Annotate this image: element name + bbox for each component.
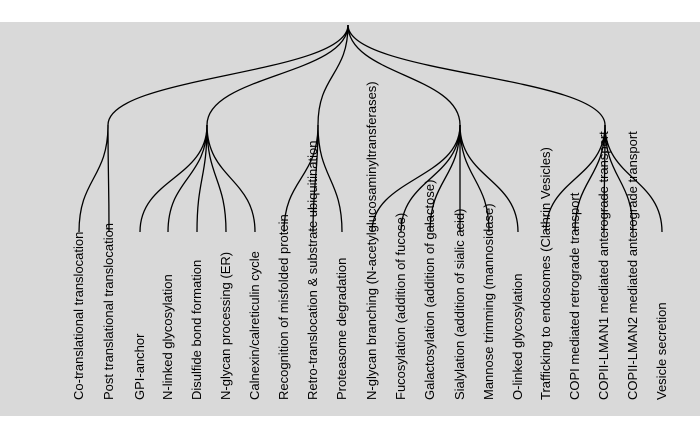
plot-panel (0, 22, 700, 416)
leaf-label: N-glycan branching (N-acetylglucosaminyl… (364, 81, 379, 400)
root-branch-edge (347, 24, 606, 126)
leaf-labels: Co-translational translocation Post trans… (71, 81, 669, 400)
root-branch-edge (347, 24, 461, 126)
leaf-edge (604, 124, 663, 233)
leaf-label: Trafficking to endosomes (Clathrin Vesic… (538, 147, 553, 400)
leaf-edge (604, 124, 634, 233)
leaf-edge (371, 124, 461, 233)
leaf-label: Post translational translocation (101, 223, 116, 400)
leaf-edge (429, 124, 461, 233)
leaf-edge (283, 124, 319, 233)
leaf-label: Vesicle secretion (654, 302, 669, 400)
leaf-label: Calnexin/calreticulin cycle (247, 251, 262, 400)
leaf-label: COPII-LMAN2 mediated anterograde transpo… (625, 131, 640, 400)
leaf-edge (400, 124, 461, 233)
leaf-edge (312, 124, 319, 233)
leaf-edge (459, 124, 490, 233)
leaf-edge (139, 124, 208, 233)
leaf-edge (459, 124, 519, 233)
leaf-label: Fucosylation (addition of fucose) (393, 213, 408, 400)
root-branch-edge (317, 24, 349, 126)
leaf-edge (574, 124, 606, 233)
leaf-label: Proteasome degradation (334, 258, 349, 400)
leaf-label: Recognition of misfolded protein (276, 214, 291, 400)
leaf-label: Mannose trimming (mannosidase) (481, 203, 496, 400)
leaf-label: N-linked glycosylation (160, 274, 175, 400)
leaf-edge (107, 124, 110, 233)
leaf-edge (167, 124, 208, 233)
leaf-label: Sialylation (addition of sialic acid) (452, 209, 467, 400)
leaf-edge (603, 124, 606, 233)
leaf-label: O-linked glycosylation (510, 274, 525, 400)
tree-edges (78, 24, 663, 233)
leaf-label: Galactosylation (addition of galactose) (422, 180, 437, 400)
leaf-edge (545, 124, 606, 233)
leaf-edge (206, 124, 227, 233)
leaf-edge (78, 124, 109, 233)
leaf-label: Co-translational translocation (71, 232, 86, 400)
leaf-label: GPI-anchor (132, 333, 147, 400)
leaf-label: Retro-translocation & substrate ubiquiti… (305, 141, 320, 400)
leaf-label: COPI mediated retrograde transport (567, 192, 582, 400)
leaf-edge (196, 124, 208, 233)
root-branch-edge (206, 24, 349, 126)
root-branch-edge (107, 24, 349, 126)
leaf-label: N-glycan processing (ER) (218, 252, 233, 400)
leaf-label: COPII-LMAN1 mediated anterograde transpo… (596, 131, 611, 400)
leaf-edge (317, 124, 343, 233)
leaf-edge (206, 124, 256, 233)
leaf-label: Disulfide bond formation (189, 260, 204, 400)
